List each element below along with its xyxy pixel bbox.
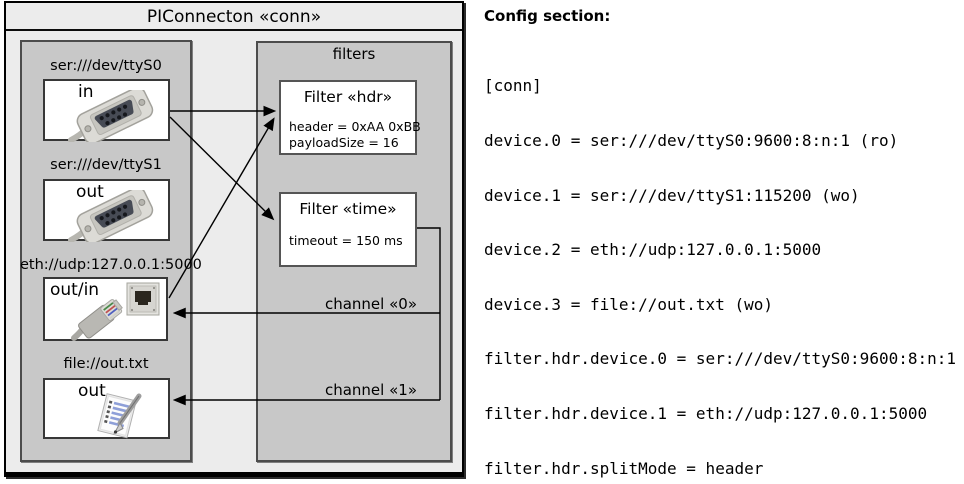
serial-connector-icon — [68, 190, 154, 242]
device-file-label: file://out.txt — [63, 356, 149, 372]
device-eth-box: out/in — [43, 277, 168, 341]
ethernet-plug-icon — [71, 299, 123, 341]
config-line: device.3 = file://out.txt (wo) — [484, 294, 773, 314]
filter-time-box: Filter «time» timeout = 150 ms — [279, 192, 417, 267]
filter-attribute: header = 0xAA 0xBB — [289, 119, 421, 134]
config-line: [conn] — [484, 76, 542, 96]
config-line: device.1 = ser:///dev/ttyS1:115200 (wo) — [484, 185, 860, 205]
device-direction: in — [78, 82, 94, 102]
notepad-icon — [97, 393, 142, 439]
filter-attribute: timeout = 150 ms — [289, 233, 403, 248]
serial-connector-icon — [68, 90, 154, 142]
device-direction: out — [78, 381, 106, 401]
device-ttyS0-box: in — [43, 79, 170, 142]
device-ttyS1-label: ser:///dev/ttyS1 — [50, 157, 162, 173]
device-ttyS0-label: ser:///dev/ttyS0 — [50, 58, 162, 74]
config-line: filter.hdr.splitMode = header — [484, 458, 764, 478]
config-line: device.0 = ser:///dev/ttyS0:9600:8:n:1 (… — [484, 131, 899, 151]
config-section-heading: Config section: — [484, 7, 611, 25]
filter-time-title: Filter «time» — [299, 200, 397, 218]
device-direction: out — [76, 182, 104, 202]
config-text: [conn] device.0 = ser:///dev/ttyS0:9600:… — [484, 41, 964, 484]
device-direction: out/in — [50, 280, 100, 300]
device-ttyS1-box: out — [43, 179, 170, 242]
device-eth-label: eth://udp:127.0.0.1:5000 — [20, 257, 202, 273]
config-line: device.2 = eth://udp:127.0.0.1:5000 — [484, 240, 822, 260]
title-separator — [6, 29, 462, 31]
filter-hdr-title: Filter «hdr» — [303, 88, 393, 106]
diagram-title: PIConnecton «conn» — [146, 7, 322, 27]
config-line: filter.hdr.device.0 = ser:///dev/ttyS0:9… — [484, 349, 957, 369]
filters-group-label: filters — [332, 45, 376, 63]
ethernet-jack-icon — [126, 282, 160, 316]
filter-attribute: payloadSize = 16 — [289, 135, 399, 150]
config-line: filter.hdr.device.1 = eth://udp:127.0.0.… — [484, 404, 928, 424]
channel-0-label: channel «0» — [324, 295, 417, 313]
device-file-box: out — [43, 378, 170, 439]
filter-hdr-box: Filter «hdr» header = 0xAA 0xBB payloadS… — [279, 80, 421, 155]
channel-1-label: channel «1» — [324, 381, 417, 399]
